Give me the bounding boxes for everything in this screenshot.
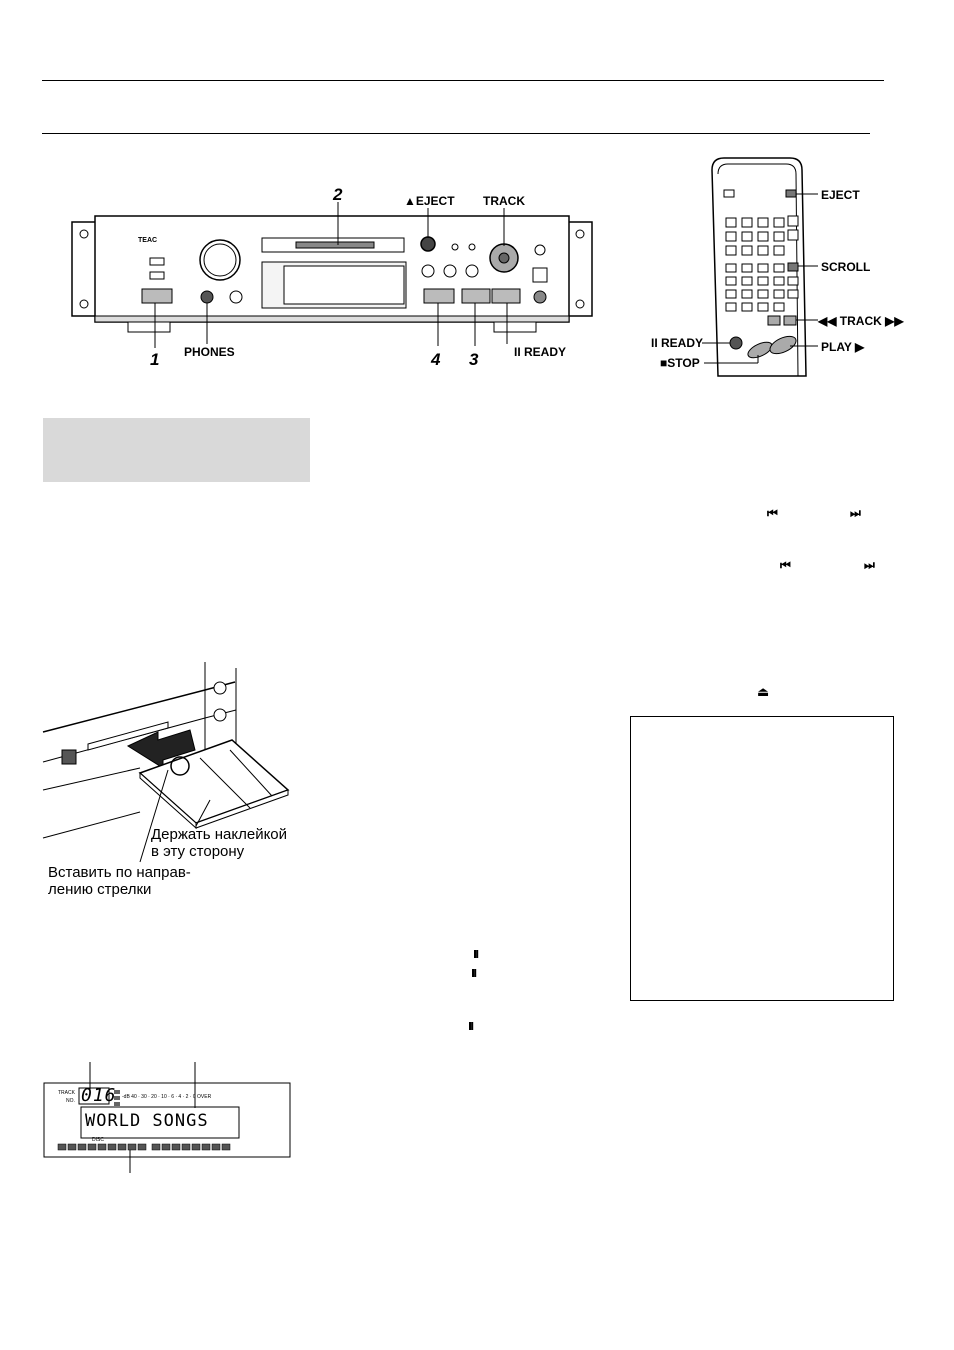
hold-label-line2: в эту сторону <box>151 843 245 860</box>
remote-label-track: ◀◀ TRACK ▶▶ <box>818 314 904 328</box>
note-box <box>630 716 894 1001</box>
header-rule-bottom <box>42 133 870 134</box>
display-disc-caption: DISC <box>92 1137 104 1143</box>
insert-label-line1: Вставить по направ- <box>48 864 191 881</box>
skip-forward-icon: ⏭ <box>850 506 861 520</box>
callout-3: 3 <box>469 350 479 369</box>
remote-label-ready: II READY <box>651 336 704 350</box>
pause-icon: II <box>473 948 479 961</box>
pause-icon: II <box>471 967 477 980</box>
callout-2: 2 <box>333 185 343 204</box>
section-heading-panel <box>43 418 310 482</box>
label-eject: ▲EJECT <box>404 194 455 208</box>
callout-4: 4 <box>431 350 441 369</box>
hold-label-line1: Держать наклейкой <box>151 826 288 843</box>
display-title-text: WORLD SONGS <box>85 1111 209 1131</box>
label-track: TRACK <box>483 194 525 208</box>
display-meter-scale: -dB 40 · 30 · 20 · 10 · 6 · 4 · 2 · 0 OV… <box>122 1094 212 1100</box>
remote-label-eject: EJECT <box>821 188 860 202</box>
callout-1: 1 <box>150 350 160 369</box>
display-track-caption: TRACK <box>58 1090 75 1096</box>
insert-label-line2: лению стрелки <box>48 881 152 898</box>
pause-icon: II <box>468 1020 474 1033</box>
label-ready: II READY <box>514 345 567 359</box>
label-phones: PHONES <box>184 345 235 359</box>
skip-back-icon: ⏮ <box>780 558 791 572</box>
brand-logo: TEAC <box>138 237 158 244</box>
remote-label-scroll: SCROLL <box>821 260 871 274</box>
skip-forward-icon: ⏭ <box>864 558 875 572</box>
eject-icon: ⏏ <box>757 685 770 700</box>
remote-label-play: PLAY ▶ <box>821 340 865 354</box>
header-rule-top <box>42 80 884 81</box>
display-track-number: 016 <box>81 1085 117 1106</box>
display-no-caption: NO. <box>66 1098 75 1104</box>
remote-label-stop: ■STOP <box>660 356 700 370</box>
skip-back-icon: ⏮ <box>767 506 778 520</box>
